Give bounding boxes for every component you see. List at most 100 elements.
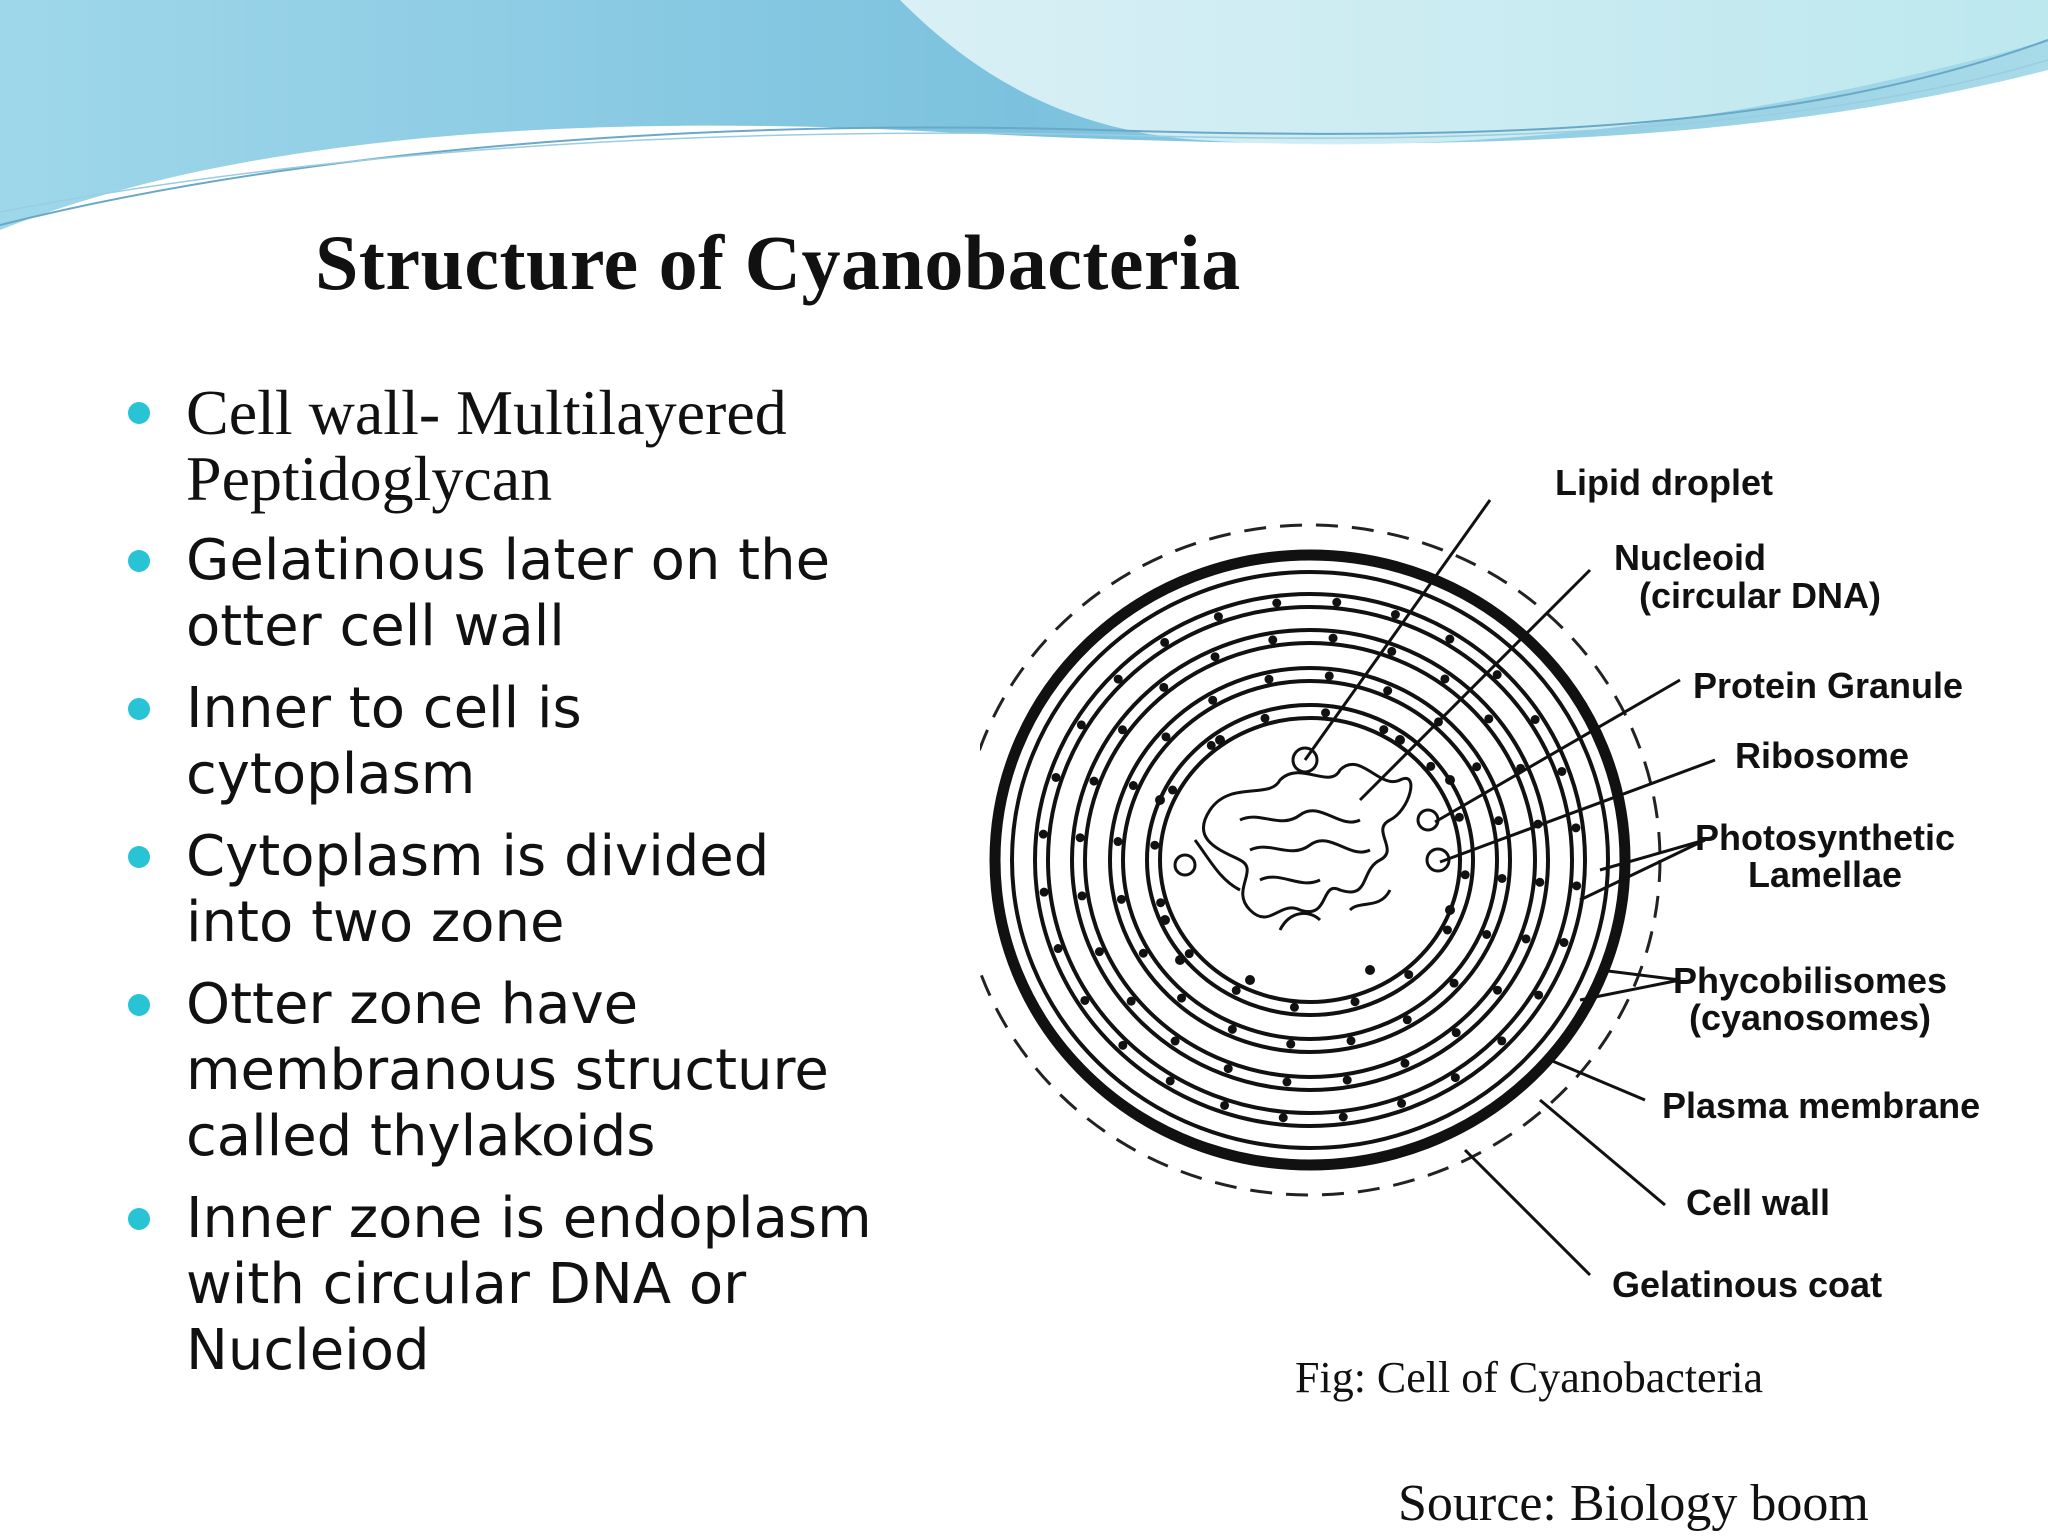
phycobilisome-dot [1161, 732, 1171, 742]
nucleoid-dna [1193, 762, 1413, 931]
phycobilisome-dot [1482, 929, 1492, 939]
phycobilisome-dot [1117, 725, 1127, 735]
label-phycobilisomes: Phycobilisomes [1673, 960, 1947, 1001]
phycobilisome-dot [1535, 877, 1545, 887]
phycobilisome-dot [1038, 829, 1048, 839]
phycobilisome-dot [1075, 833, 1085, 843]
bullet-text: Inner zone is endoplasm with circular DN… [186, 1186, 872, 1383]
phycobilisome-dot [1094, 947, 1104, 957]
phycobilisome-dot [1559, 938, 1569, 948]
phycobilisome-dot [1571, 823, 1581, 833]
phycobilisome-dot [1451, 1028, 1461, 1038]
phycobilisome-dot [1053, 944, 1063, 954]
phycobilisome-dot [1177, 993, 1187, 1003]
phycobilisome-dot [1379, 725, 1389, 735]
phycobilisome-dot [1156, 898, 1166, 908]
phycobilisome-dot [1138, 948, 1148, 958]
phycobilisome-dot [1268, 635, 1278, 645]
label-nucleoid: Nucleoid [1614, 537, 1766, 578]
bullet-dot-icon [128, 994, 150, 1016]
label-lamellae: Lamellae [1748, 854, 1902, 895]
phycobilisome-dot [1165, 1076, 1175, 1086]
phycobilisome-dot [1445, 634, 1455, 644]
bullet-item: Cytoplasm is divided into two zone [128, 824, 888, 956]
bullet-dot-icon [128, 846, 150, 868]
bullet-item: Inner zone is endoplasm with circular DN… [128, 1186, 888, 1384]
phycobilisome-dot [1442, 925, 1452, 935]
phycobilisome-dot [1387, 646, 1397, 656]
phycobilisome-dot [1426, 761, 1436, 771]
bullet-dot-icon [128, 1208, 150, 1230]
bullet-item: Inner to cell is cytoplasm [128, 676, 888, 808]
phycobilisome-dot [1472, 762, 1482, 772]
phycobilisome-dot [1168, 785, 1178, 795]
phycobilisome-dot [1076, 720, 1086, 730]
phycobilisome-dot [1286, 1039, 1296, 1049]
bullet-item: Gelatinous later on the otter cell wall [128, 528, 888, 660]
phycobilisome-dot [1113, 837, 1123, 847]
phycobilisome-dot [1208, 695, 1218, 705]
phycobilisome-dot [1454, 812, 1464, 822]
phycobilisome-dot [1089, 776, 1099, 786]
phycobilisome-dot [1521, 934, 1531, 944]
phycobilisome-dot [1272, 598, 1282, 608]
phycobilisome-dot [1039, 887, 1049, 897]
label-ribosome: Ribosome [1735, 735, 1909, 776]
phycobilisome-dot [1338, 1112, 1348, 1122]
label-pointer-lines [1303, 499, 1716, 1277]
phycobilisome-dot [1402, 1015, 1412, 1025]
gelatinous-coat-outline [980, 523, 1662, 1197]
label-gelatinous-coat: Gelatinous coat [1612, 1264, 1882, 1305]
phycobilisome-dot [1126, 996, 1136, 1006]
phycobilisome-dot [1346, 1036, 1356, 1046]
phycobilisome-dots [1038, 597, 1582, 1123]
phycobilisome-dot [1342, 1075, 1352, 1085]
phycobilisome-dot [1080, 995, 1090, 1005]
phycobilisome-dot [1210, 652, 1220, 662]
phycobilisome-dot [1497, 1036, 1507, 1046]
plasma-membrane-outline [1010, 570, 1610, 1150]
bullet-dot-icon [128, 550, 150, 572]
bullet-text: Otter zone have membranous structure cal… [186, 972, 829, 1169]
phycobilisome-dot [1170, 1036, 1180, 1046]
bullet-text: Cytoplasm is divided into two zone [186, 824, 770, 955]
phycobilisome-dot [1492, 670, 1502, 680]
bullet-list: Cell wall- Multilayered Peptidoglycan Ge… [128, 380, 888, 1400]
phycobilisome-dot [1223, 1064, 1233, 1074]
phycobilisome-dot [1289, 1002, 1299, 1012]
phycobilisome-dot [1494, 816, 1504, 826]
phycobilisome-dot [1264, 674, 1274, 684]
ribosome-dots [1155, 735, 1455, 985]
phycobilisome-dot [1332, 597, 1342, 607]
phycobilisome-dot [1449, 978, 1459, 988]
phycobilisome-dot [1213, 612, 1223, 622]
phycobilisome-dot [1404, 970, 1414, 980]
label-photosynthetic: Photosynthetic [1695, 817, 1955, 858]
phycobilisome-dot [1497, 873, 1507, 883]
granules [1173, 746, 1451, 877]
phycobilisome-dot [1460, 870, 1470, 880]
bullet-item: Otter zone have membranous structure cal… [128, 972, 888, 1170]
figure-caption: Fig: Cell of Cyanobacteria [1295, 1353, 1763, 1402]
cell-wall-outline [989, 549, 1631, 1171]
phycobilisome-dot [1159, 682, 1169, 692]
bullet-item: Cell wall- Multilayered Peptidoglycan [128, 380, 888, 512]
bullet-dot-icon [128, 698, 150, 720]
header-wave-decoration [0, 0, 2048, 230]
phycobilisome-dot [1227, 1024, 1237, 1034]
phycobilisome-dot [1077, 891, 1087, 901]
phycobilisome-dot [1278, 1113, 1288, 1123]
phycobilisome-dot [1397, 1098, 1407, 1108]
phycobilisome-dot [1113, 674, 1123, 684]
bullet-text: Inner to cell is cytoplasm [186, 676, 582, 807]
phycobilisome-dot [1321, 708, 1331, 718]
cyanobacteria-cell-diagram: Lipid droplet Nucleoid (circular DNA) Pr… [980, 462, 1980, 1305]
bullet-text: Cell wall- Multilayered Peptidoglycan [186, 377, 787, 514]
phycobilisome-dot [1350, 997, 1360, 1007]
phycobilisome-dot [1206, 740, 1216, 750]
phycobilisome-dot [1534, 990, 1544, 1000]
phycobilisome-dot [1160, 637, 1170, 647]
bullet-dot-icon [128, 402, 150, 424]
phycobilisome-dot [1390, 610, 1400, 620]
